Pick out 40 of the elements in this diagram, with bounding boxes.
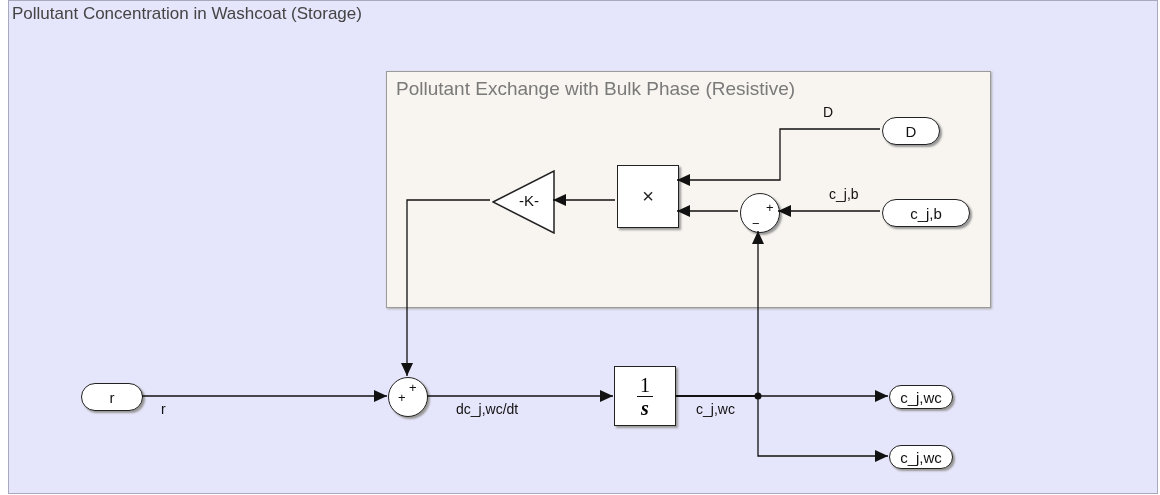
signal-arrow <box>426 390 614 402</box>
signal-arrow <box>401 199 491 377</box>
signal-label: dc_j,wc/dt <box>455 401 520 417</box>
subsystem-area <box>386 71 991 308</box>
signal-arrow <box>777 205 881 217</box>
denominator: s <box>641 396 649 419</box>
sum-block <box>740 193 780 233</box>
group-title: Pollutant Exchange with Bulk Phase (Resistive) <box>396 78 796 100</box>
port-block <box>889 445 953 469</box>
port-label: c_j,b <box>910 204 942 222</box>
signal-label: r <box>160 401 167 417</box>
signal-label: c_j,b <box>828 186 860 202</box>
group-title: Pollutant Concentration in Washcoat (Storage) <box>12 4 362 24</box>
integrator-block <box>614 366 676 426</box>
operator-symbol: × <box>642 185 654 208</box>
port-block <box>889 385 953 409</box>
product-block <box>617 165 679 228</box>
port-label: c_j,wc <box>900 388 942 406</box>
sign-label: − <box>752 218 760 230</box>
port-label: D <box>905 122 917 140</box>
numerator: 1 <box>637 373 653 397</box>
sign-label: + <box>409 382 417 394</box>
port-block <box>882 199 970 227</box>
port-block <box>81 383 143 411</box>
gain-block <box>492 170 555 234</box>
sign-label: + <box>766 202 774 214</box>
signal-arrow <box>141 390 388 402</box>
sign-label: + <box>398 392 406 404</box>
subsystem-area <box>8 0 1158 494</box>
signal-arrow <box>676 205 739 217</box>
signal-label: D <box>822 104 835 120</box>
signal-label: c_j,wc <box>695 401 736 417</box>
gain-label: -K- <box>519 192 539 209</box>
port-label: c_j,wc <box>900 448 942 466</box>
port-block <box>882 117 940 145</box>
signal-arrow <box>552 194 616 206</box>
port-label: r <box>109 388 115 406</box>
signal-arrow <box>676 128 881 186</box>
sum-block <box>388 377 428 417</box>
signal-arrow <box>674 230 764 397</box>
